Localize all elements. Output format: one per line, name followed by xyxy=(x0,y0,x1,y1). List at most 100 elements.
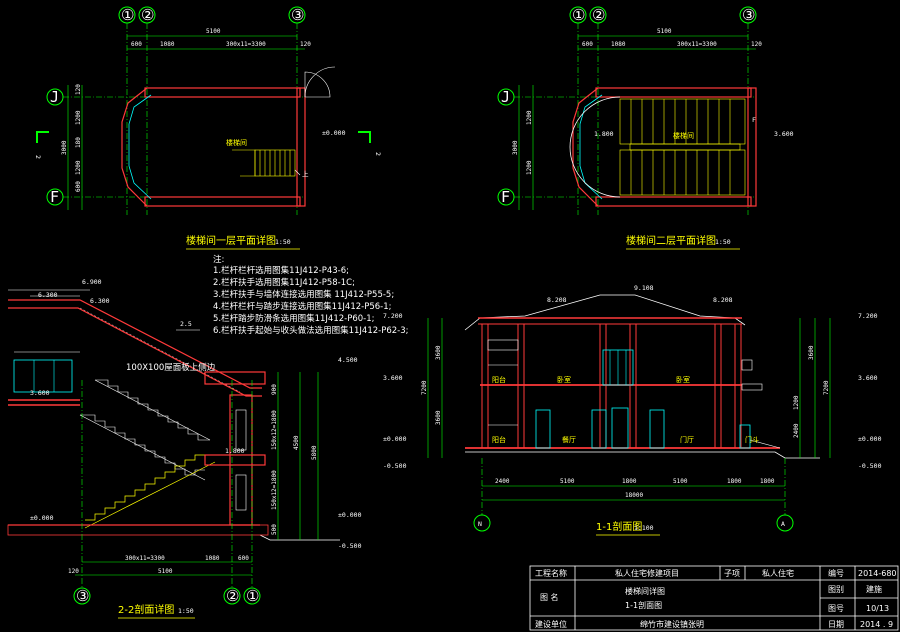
plan2-dim-run: 300x11=3300 xyxy=(677,41,717,48)
s11-elev-3600l: 3.600 xyxy=(383,374,403,382)
s11-dim-b2400: 2400 xyxy=(495,478,510,485)
s22-beam-label: 100X100屋面板上侧边 xyxy=(126,362,216,373)
note-2: 2.栏杆扶手选用图集11J412-P58-1C; xyxy=(213,277,355,288)
s11-dim-r7200: 7200 xyxy=(823,380,830,395)
tb-type-key: 图别 xyxy=(828,585,844,594)
s22-dim-120: 120 xyxy=(68,568,79,575)
s11-elev-ridge: 9.108 xyxy=(634,284,654,292)
s11-dim-l3600a: 3600 xyxy=(435,345,442,360)
plan1-ground-floor: ① ② ③ 5100 600 1080 300x11=3300 120 J F … xyxy=(34,6,382,250)
plan1-dim-l180: 180 xyxy=(75,137,82,148)
tb-client-val: 绵竹市建设镇张明 xyxy=(640,619,704,629)
s11-elev-7200r: 7.200 xyxy=(858,312,878,320)
s11-room-balcony-dn: 阳台 xyxy=(492,435,506,444)
s11-room-bed2: 卧室 xyxy=(676,375,690,384)
plan2-scale: 1:50 xyxy=(715,238,731,246)
s11-elev-7200l: 7.200 xyxy=(383,312,403,320)
grid-3: ③ xyxy=(291,6,304,24)
plan2-dim-total: 5100 xyxy=(657,28,672,35)
plan1-dim-l1200b: 1200 xyxy=(75,160,82,175)
tb-name-val: 楼梯间详图 xyxy=(625,586,665,596)
s11-dim-total: 18000 xyxy=(625,492,643,499)
s22-grid-3: ③ xyxy=(76,587,89,605)
plan1-section-right: 2 xyxy=(374,152,382,156)
s11-elev-negr: -0.500 xyxy=(858,462,882,470)
tb-name-key: 图 名 xyxy=(540,592,559,602)
tb-sheet-key: 图号 xyxy=(828,604,844,613)
grid-2b: ② xyxy=(592,6,605,24)
plan2-second-floor: ① ② ③ 5100 600 1080 300x11=3300 120 J F … xyxy=(497,6,794,250)
tb-project-val: 私人住宅修建项目 xyxy=(615,568,679,578)
plan2-dim-1080: 1080 xyxy=(611,41,626,48)
note-4: 4.栏杆栏杆与踏步连接选用图集11J412-P56-1; xyxy=(213,301,392,312)
tb-no-val: 2014-680 xyxy=(858,569,897,578)
s11-elev-8208b: 8.208 xyxy=(713,296,733,304)
plan1-dim-run: 300x11=3300 xyxy=(226,41,266,48)
s22-elev-neg: -0.500 xyxy=(338,542,362,550)
notes-heading: 注: xyxy=(213,254,224,265)
s22-dim-r1800b: 150x12=1800 xyxy=(271,470,278,510)
s22-slope: 2.5 xyxy=(180,320,192,328)
plan2-f: F xyxy=(752,116,756,124)
s11-dim-b1800a: 1800 xyxy=(622,478,637,485)
plan2-dim-3000: 3000 xyxy=(512,140,519,155)
plan1-dim-l1200a: 1200 xyxy=(75,110,82,125)
s11-grid-A: A xyxy=(781,520,785,528)
tb-date-key: 日期 xyxy=(828,620,844,629)
plan2-title: 楼梯间二层平面详图 xyxy=(626,234,716,247)
plan1-up: 上 xyxy=(302,169,309,178)
s22-elev-3600: 3.600 xyxy=(30,389,50,397)
s22-elev-0b: ±0.000 xyxy=(338,511,362,519)
s11-room-foyer: 门厅 xyxy=(680,435,694,444)
s22-dim-run: 300x11=3300 xyxy=(125,555,165,562)
tb-type-val: 建施 xyxy=(866,584,882,594)
grid-3b: ③ xyxy=(742,6,755,24)
tb-name-val2: 1-1剖面图 xyxy=(625,600,662,610)
plan1-dim-total: 5100 xyxy=(206,28,221,35)
s22-elev-1800: 1.800 xyxy=(225,447,245,455)
plan1-title: 楼梯间一层平面详图 xyxy=(186,234,276,247)
tb-client-key: 建设单位 xyxy=(535,619,567,629)
s11-dim-r2400: 2400 xyxy=(793,423,800,438)
plan2-dim-600: 600 xyxy=(582,41,593,48)
tb-sub-val: 私人住宅 xyxy=(762,568,794,578)
s11-room-vestibule: 门斗 xyxy=(745,435,759,444)
s22-dim-r1800a: 150x12=1800 xyxy=(271,410,278,450)
s22-elev-top: 6.900 xyxy=(82,278,102,286)
s11-dim-b1800b: 1800 xyxy=(727,478,742,485)
plan2-dim-l1200a: 1200 xyxy=(526,110,533,125)
s22-dim-r5800: 5800 xyxy=(311,445,318,460)
note-1: 1.栏杆栏杆选用图集11J412-P43-6; xyxy=(213,265,349,276)
tb-project-key: 工程名称 xyxy=(535,568,567,578)
section-2-2: ③ ② ① 300x11=3300 1080 600 5100 120 900 … xyxy=(7,278,362,619)
s11-dim-b5100b: 5100 xyxy=(673,478,688,485)
plan1-scale: 1:50 xyxy=(275,238,291,246)
s11-room-balcony-up: 阳台 xyxy=(492,375,506,384)
note-6: 6.栏杆扶手起始与收头做法选用图集11J412-P62-3; xyxy=(213,325,409,336)
s11-room-bed1: 卧室 xyxy=(557,375,571,384)
tb-sheet-val: 10/13 xyxy=(866,604,889,613)
s22-dim-1080: 1080 xyxy=(205,555,220,562)
tb-sub-key: 子项 xyxy=(724,569,740,578)
s22-dim-600: 600 xyxy=(238,555,249,562)
notes: 注: 1.栏杆栏杆选用图集11J412-P43-6; 2.栏杆扶手选用图集11J… xyxy=(213,254,409,336)
title-block-text: 工程名称 私人住宅修建项目 子项 私人住宅 编号 2014-680 图 名 楼梯… xyxy=(535,568,897,629)
grid-2: ② xyxy=(141,6,154,24)
plan1-dim-l120: 120 xyxy=(75,84,82,95)
s11-elev-negl: -0.500 xyxy=(383,462,407,470)
plan1-dim-1080: 1080 xyxy=(160,41,175,48)
plan1-dim-3000: 3000 xyxy=(61,140,68,155)
s22-dim-r900a: 900 xyxy=(271,384,278,395)
s22-elev-0: ±0.000 xyxy=(30,514,54,522)
s11-dim-r3600: 3600 xyxy=(808,345,815,360)
plan2-dim-l1200b: 1200 xyxy=(526,160,533,175)
tb-no-key: 编号 xyxy=(828,568,844,578)
s22-dim-r500: 500 xyxy=(271,524,278,535)
grid-1b: ① xyxy=(572,6,585,24)
s11-elev-8208a: 8.208 xyxy=(547,296,567,304)
s11-scale: 1:100 xyxy=(634,524,654,532)
s22-dim-r4500: 4500 xyxy=(293,435,300,450)
grid-1: ① xyxy=(121,6,134,24)
s22-grid-2: ② xyxy=(226,587,239,605)
